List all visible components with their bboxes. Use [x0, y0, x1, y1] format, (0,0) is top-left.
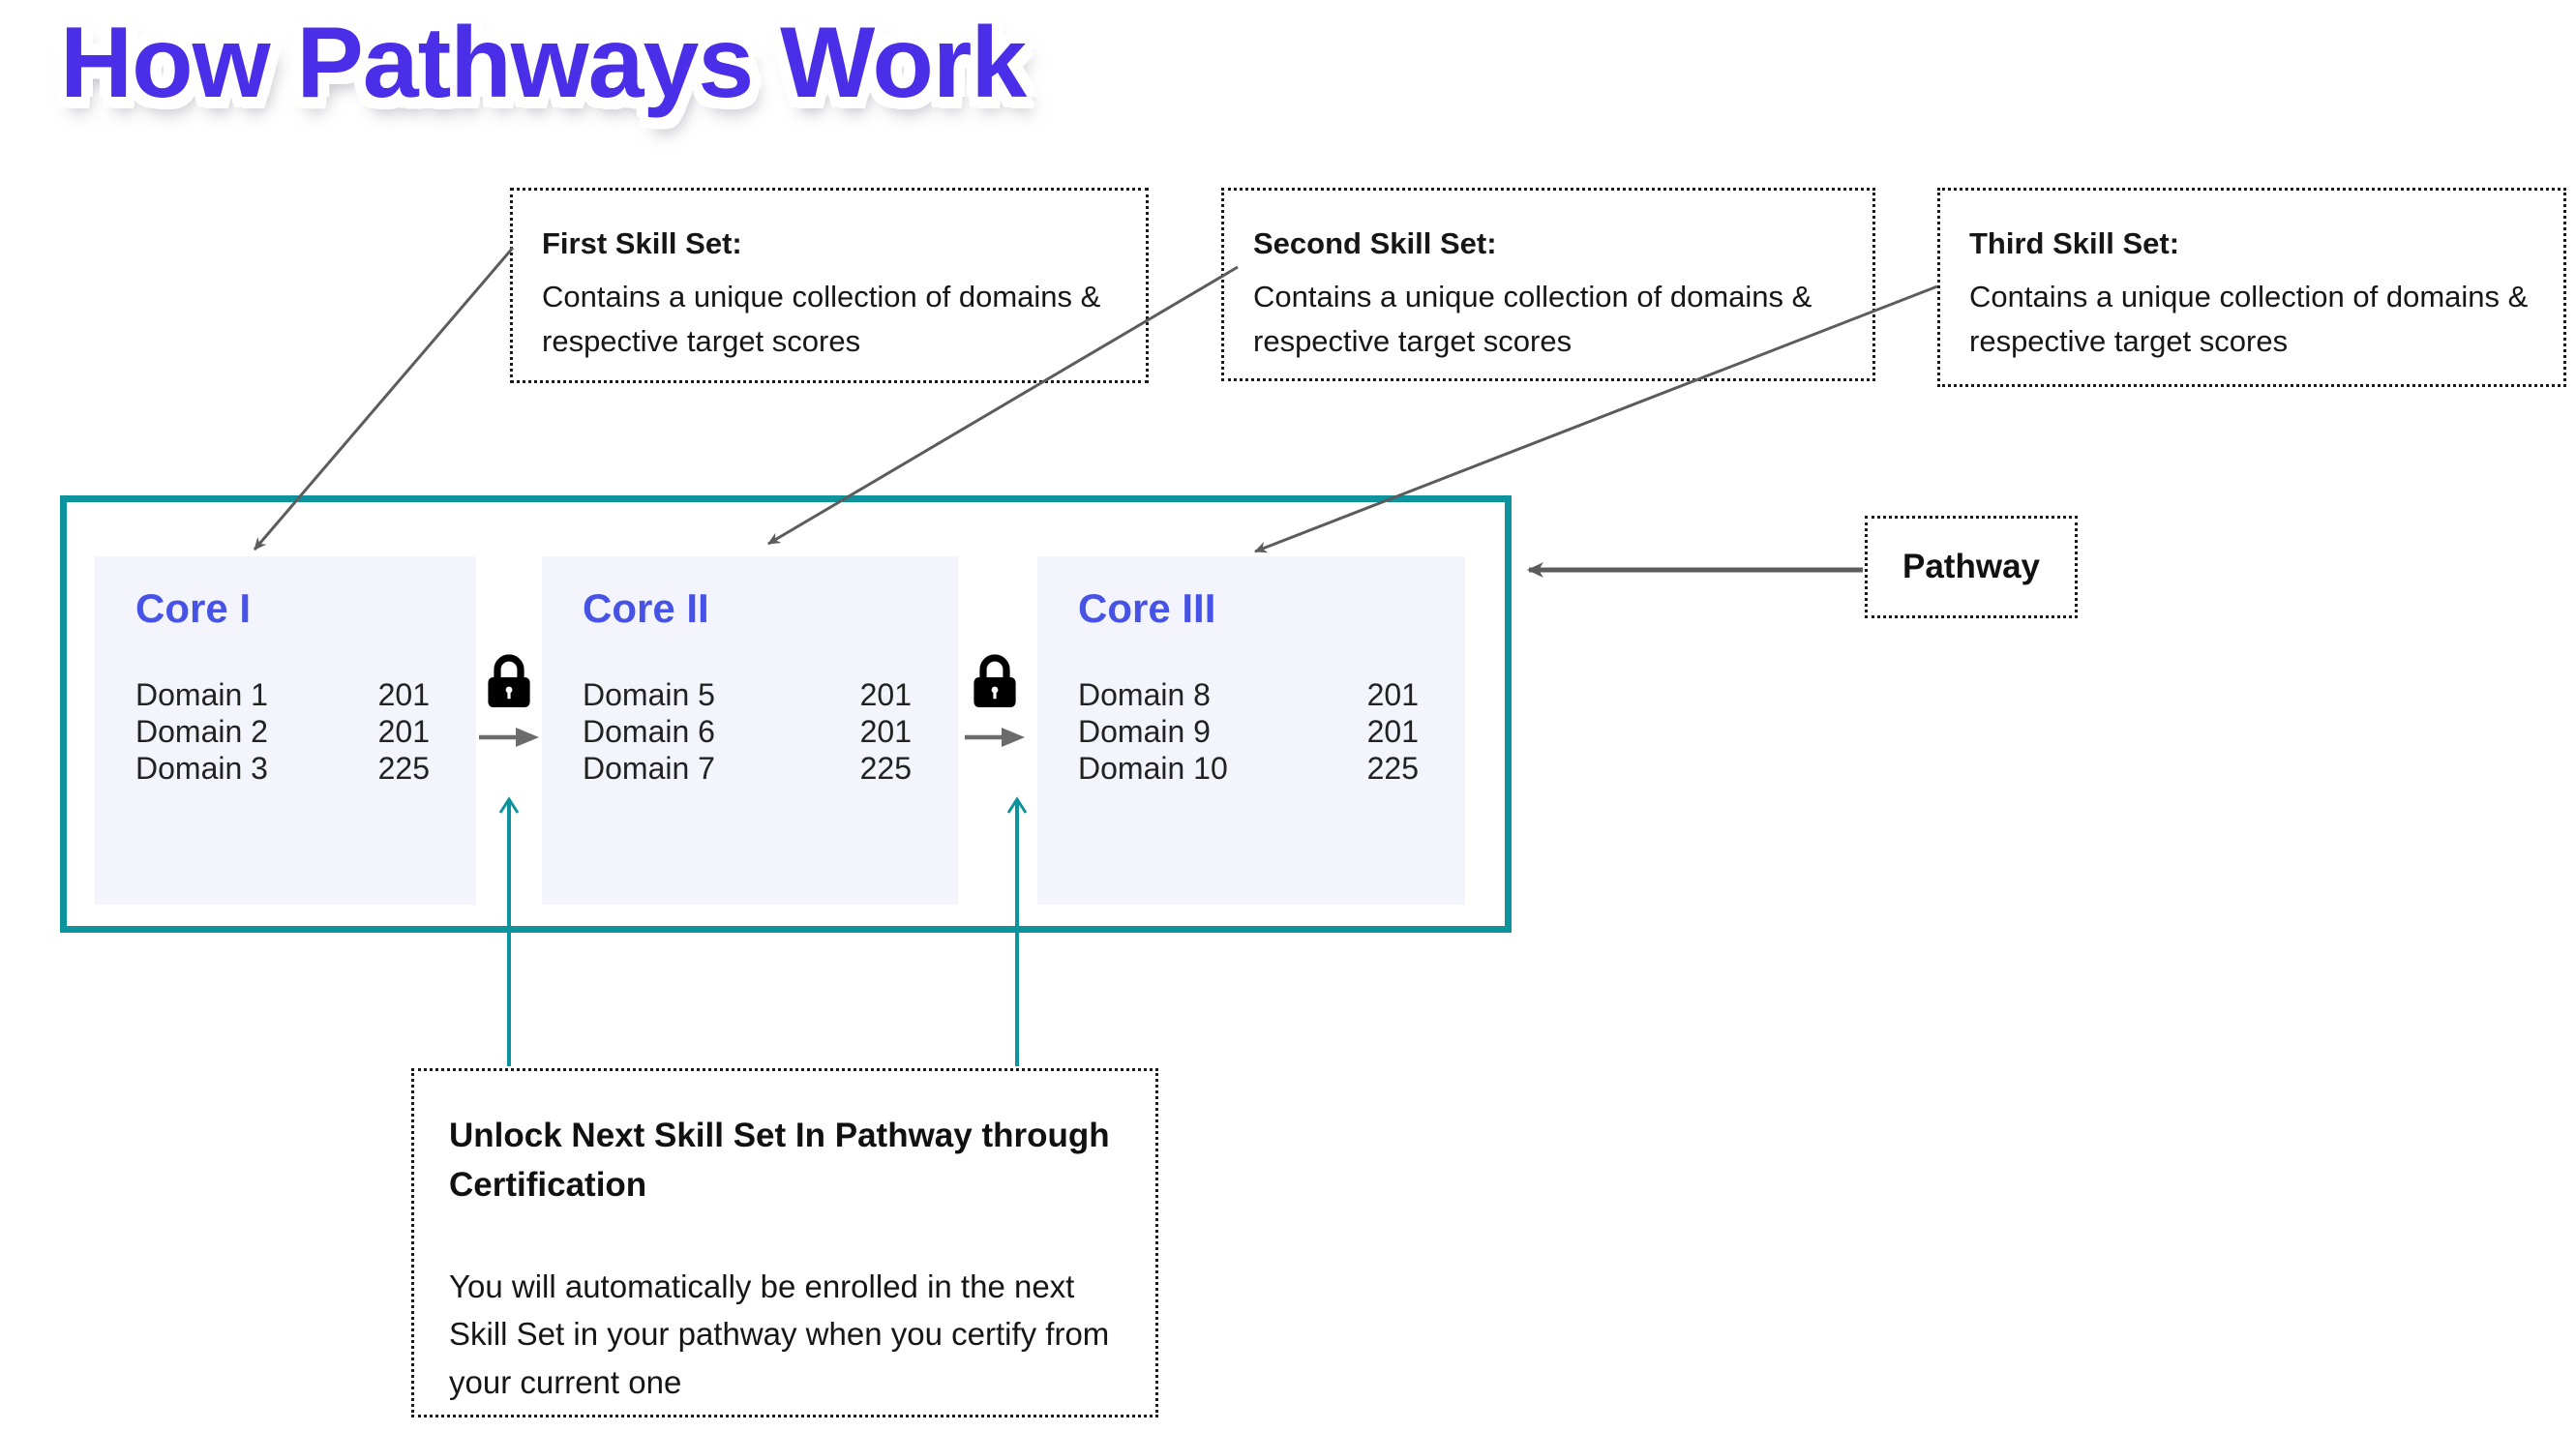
domain-score: 201	[377, 677, 430, 712]
domain-score: 201	[1366, 714, 1419, 749]
domain-name: Domain 6	[583, 714, 715, 749]
domain-name: Domain 8	[1078, 677, 1211, 712]
skill-set-card-core-3: Core III Domain 8 201 Domain 9 201 Domai…	[1037, 556, 1465, 905]
note-body: Contains a unique collection of domains …	[1969, 279, 2529, 359]
domain-score: 201	[377, 714, 430, 749]
card-title: Core II	[583, 585, 709, 631]
pathway-label-box: Pathway	[1865, 516, 2078, 618]
note-heading: Second Skill Set:	[1253, 226, 1497, 260]
connector-core2-core3	[960, 652, 1030, 749]
unlock-note-body: You will automatically be enrolled in th…	[449, 1268, 1110, 1400]
card-title: Core I	[135, 585, 252, 631]
lock-icon	[973, 654, 1016, 707]
note-body: Contains a unique collection of domains …	[542, 279, 1101, 359]
domain-row: Domain 2 201	[135, 713, 430, 750]
skill-set-card-core-1: Core I Domain 1 201 Domain 2 201 Domain …	[95, 556, 476, 905]
note-body: Contains a unique collection of domains …	[1253, 279, 1812, 359]
domain-name: Domain 10	[1078, 751, 1228, 786]
right-arrow-icon	[479, 728, 539, 747]
domain-row: Domain 9 201	[1078, 713, 1419, 750]
domain-name: Domain 1	[135, 677, 268, 712]
unlock-note: Unlock Next Skill Set In Pathway through…	[411, 1068, 1158, 1417]
note-third-skill-set: Third Skill Set: Contains a unique colle…	[1937, 188, 2566, 387]
domain-name: Domain 3	[135, 751, 268, 786]
domain-name: Domain 2	[135, 714, 268, 749]
unlock-note-heading: Unlock Next Skill Set In Pathway through…	[449, 1117, 1110, 1204]
domain-score: 225	[859, 751, 912, 786]
domain-row: Domain 1 201	[135, 676, 430, 713]
note-heading: First Skill Set:	[542, 226, 742, 260]
skill-set-card-core-2: Core II Domain 5 201 Domain 6 201 Domain…	[542, 556, 958, 905]
domain-score: 225	[377, 751, 430, 786]
note-heading: Third Skill Set:	[1969, 226, 2180, 260]
domain-score: 225	[1366, 751, 1419, 786]
domain-row: Domain 5 201	[583, 676, 912, 713]
domain-score: 201	[859, 714, 912, 749]
lock-icon	[488, 654, 530, 707]
domain-name: Domain 7	[583, 751, 715, 786]
domain-row: Domain 6 201	[583, 713, 912, 750]
connector-core1-core2	[474, 652, 544, 749]
pathway-label: Pathway	[1902, 548, 2040, 585]
domain-score: 201	[859, 677, 912, 712]
note-first-skill-set: First Skill Set: Contains a unique colle…	[510, 188, 1149, 383]
domain-row: Domain 3 225	[135, 750, 430, 787]
domain-name: Domain 9	[1078, 714, 1211, 749]
domain-row: Domain 8 201	[1078, 676, 1419, 713]
card-title: Core III	[1078, 585, 1216, 631]
right-arrow-icon	[965, 728, 1025, 747]
domain-row: Domain 7 225	[583, 750, 912, 787]
note-second-skill-set: Second Skill Set: Contains a unique coll…	[1221, 188, 1875, 381]
domain-name: Domain 5	[583, 677, 715, 712]
page-title: How Pathways Work	[60, 7, 1027, 119]
domain-score: 201	[1366, 677, 1419, 712]
domain-row: Domain 10 225	[1078, 750, 1419, 787]
